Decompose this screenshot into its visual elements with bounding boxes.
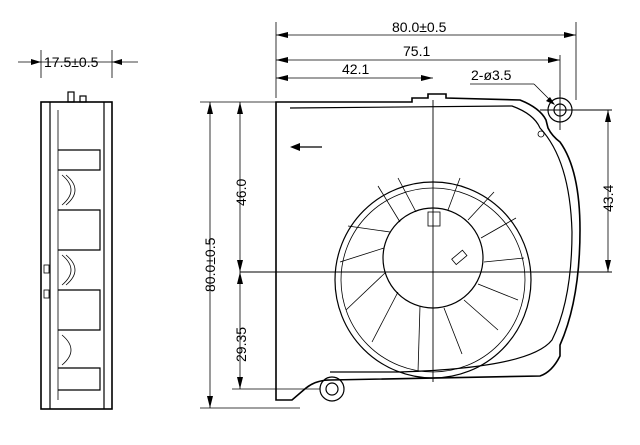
hole-spec-label: 2-ø3.5 (471, 67, 512, 83)
width-42-label: 42.1 (342, 61, 369, 77)
height-46-label: 46.0 (233, 179, 249, 206)
height-29-label: 29.35 (233, 327, 249, 362)
overall-width-label: 80.0±0.5 (392, 19, 447, 35)
overall-height-label: 80.0±0.5 (202, 237, 218, 292)
front-view (240, 90, 612, 402)
side-thickness-label: 17.5±0.5 (44, 54, 99, 70)
height-43-label: 43.4 (600, 185, 616, 212)
width-75-label: 75.1 (403, 43, 430, 59)
dimensions: 80.0±0.5 75.1 42.1 2-ø3.5 80.0±0.5 46.0 (200, 19, 616, 409)
side-view: 17.5±0.5 (18, 50, 138, 410)
